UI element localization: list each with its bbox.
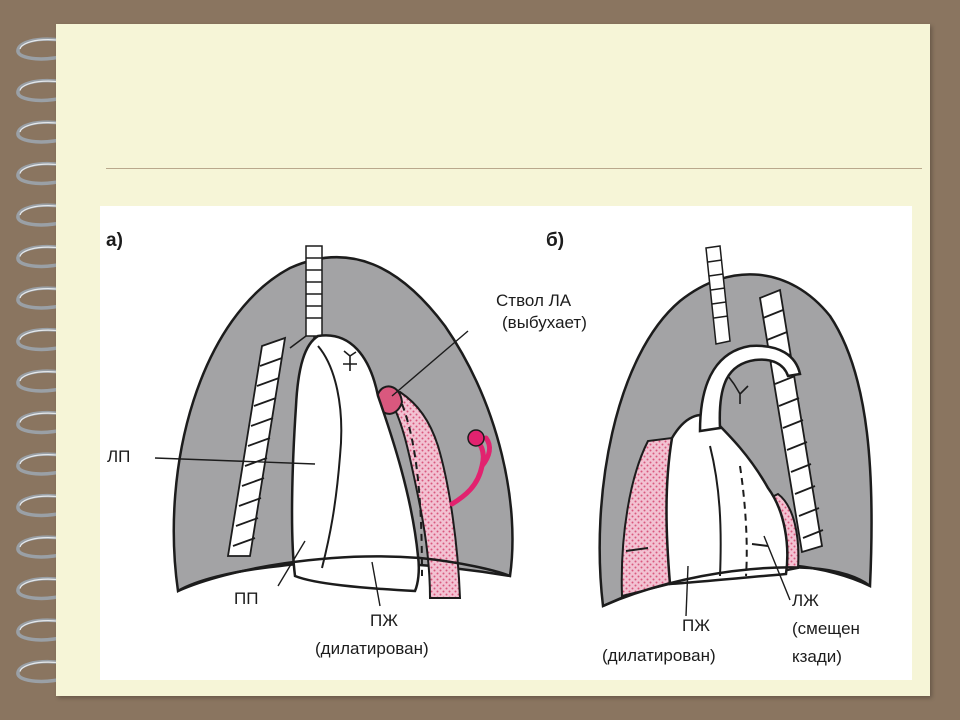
heart-diagram: а) bbox=[106, 230, 873, 666]
panel-b-label: б) bbox=[546, 230, 564, 251]
panel-a-artery-knob bbox=[467, 429, 485, 447]
panel-b-aortic-arch bbox=[698, 344, 802, 433]
panel-a-septum bbox=[317, 345, 343, 569]
panel-a-leader-lines bbox=[154, 330, 469, 607]
panel-a: а) bbox=[106, 230, 587, 658]
panel-b-diaphragm bbox=[602, 566, 871, 608]
panel-a-label-la: ЛП bbox=[107, 447, 130, 466]
panel-a-label-rv: ПЖ bbox=[370, 611, 398, 630]
heart-diagram-figure: а) bbox=[100, 206, 912, 680]
panel-a-label-ra: ПП bbox=[234, 589, 258, 608]
panel-a-heart-body bbox=[290, 334, 421, 593]
panel-a-label-pa-trunk-note: (выбухает) bbox=[502, 313, 587, 332]
panel-a-label: а) bbox=[106, 230, 123, 251]
panel-b-label-rv-note: (дилатирован) bbox=[602, 646, 716, 665]
panel-b-label-lv: ЛЖ bbox=[792, 591, 819, 610]
panel-b-septum bbox=[709, 445, 722, 577]
panel-a-pink-ventricle-wall bbox=[382, 390, 462, 599]
panel-a-dashed-contour bbox=[401, 403, 423, 577]
panel-b-arrows bbox=[625, 543, 769, 552]
panel-a-label-rv-note: (дилатирован) bbox=[315, 639, 429, 658]
panel-b-label-rv: ПЖ bbox=[682, 616, 710, 635]
panel-b-label-lv-note1: (смещен bbox=[792, 619, 860, 638]
panel-a-aorta-branch bbox=[343, 350, 357, 371]
panel-b-dashed-contour bbox=[739, 465, 748, 577]
panel-a-label-pa-trunk: Ствол ЛА bbox=[496, 291, 572, 310]
panel-b-branch bbox=[727, 375, 749, 404]
panel-b: б) bbox=[546, 230, 873, 666]
panel-b-trachea bbox=[705, 245, 731, 345]
panel-b-label-lv-note2: кзади) bbox=[792, 647, 842, 666]
panel-a-diaphragm bbox=[177, 555, 511, 593]
title-divider bbox=[106, 168, 922, 169]
panel-a-spine bbox=[226, 336, 287, 557]
panel-b-leader-lines bbox=[685, 535, 791, 617]
